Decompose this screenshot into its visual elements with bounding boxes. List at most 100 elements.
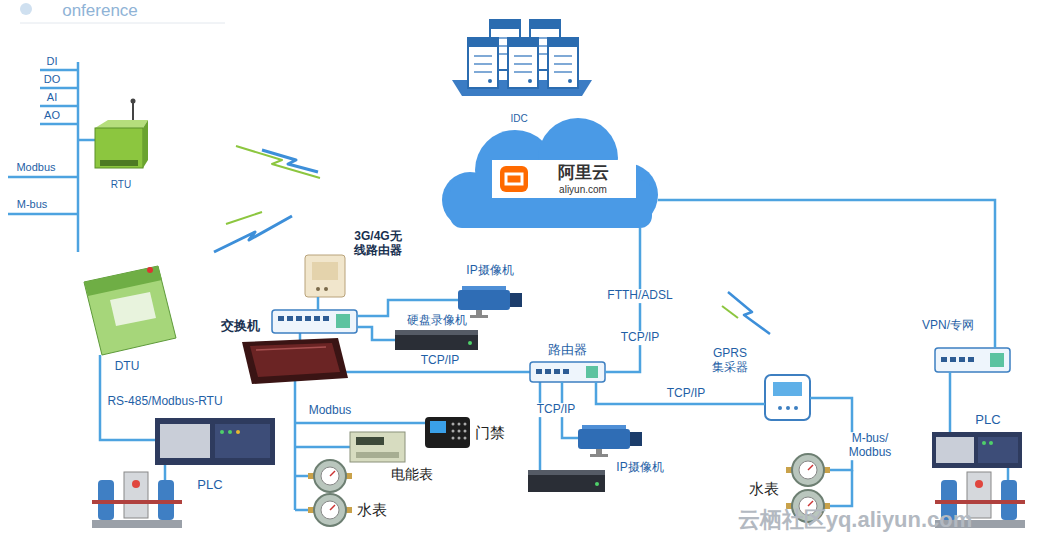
camera-bottom <box>578 425 642 457</box>
access-control <box>458 437 461 440</box>
router <box>530 362 605 382</box>
signal-wires <box>346 371 530 374</box>
signal-wires <box>1007 468 1010 480</box>
rtu-device: RTU <box>93 118 148 172</box>
dtu-device <box>84 266 176 355</box>
signal-wires <box>8 213 78 216</box>
energy-meter: 电能表 <box>350 432 405 462</box>
wireless-symbol <box>728 292 770 334</box>
signal-wires <box>8 176 78 179</box>
signal-wires <box>295 422 425 425</box>
device-label: 水表 <box>749 480 779 497</box>
vpn-gateway <box>959 357 965 362</box>
water-meter: 水表 <box>308 458 352 528</box>
vpn-gateway <box>950 357 956 362</box>
network-link <box>317 297 320 310</box>
logo-mark <box>506 174 522 184</box>
network-switch <box>272 310 357 333</box>
plc-left <box>155 418 275 465</box>
wireless-router-3g <box>305 255 345 297</box>
access-control <box>430 421 446 433</box>
idc-servers <box>548 38 578 88</box>
network-switch <box>305 316 311 321</box>
access-control <box>464 437 467 440</box>
device-label: 门禁 <box>475 424 505 441</box>
vpn-gateway <box>935 348 1010 372</box>
plc: PLC <box>932 432 1022 468</box>
router <box>536 369 542 374</box>
dtu-device <box>110 292 156 326</box>
network-link <box>658 200 995 348</box>
wireless-symbol <box>214 146 770 334</box>
wireless-router-3g <box>316 287 320 291</box>
wireless-router-3g <box>312 262 338 280</box>
signal-label: M-bus <box>15 198 50 211</box>
gateway-device <box>250 343 340 377</box>
access-control <box>464 430 467 433</box>
device-label: DTU <box>115 360 140 374</box>
idc-servers: IDC <box>455 18 590 96</box>
vpn-gateway <box>941 357 947 362</box>
energy-meter <box>350 432 405 462</box>
link-label: TCP/IP <box>535 403 578 417</box>
signal-wires <box>40 69 78 72</box>
gateway-device <box>256 347 326 350</box>
signal-label: TCP/IP <box>619 331 662 345</box>
camera-top <box>458 286 522 318</box>
dtu-device: DTU <box>80 265 178 355</box>
plc-right <box>936 437 974 463</box>
water-meters-left <box>308 460 352 492</box>
device-label: RTU <box>111 179 131 191</box>
energy-meter <box>356 437 384 445</box>
cloud-outline <box>440 118 658 228</box>
gprs-collector <box>765 375 810 420</box>
water-meters-right <box>786 454 830 486</box>
video-recorder <box>468 341 472 345</box>
gprs-collector: GPRS 集采器 <box>765 375 810 420</box>
wireless-router-3g <box>324 287 328 291</box>
access-control: 门禁 <box>425 417 470 448</box>
signal-wires <box>40 87 78 90</box>
logo-mark <box>500 166 528 192</box>
router <box>530 362 605 382</box>
cloud-outline <box>442 118 658 228</box>
plc-left <box>220 430 224 434</box>
plc-left <box>215 424 270 458</box>
plc-right <box>932 432 1022 468</box>
gprs-collector <box>765 375 810 420</box>
gprs-collector <box>794 406 798 410</box>
link-label: TCP/IP <box>665 387 708 401</box>
device-label: 3G/4G无 线路由器 <box>353 230 404 258</box>
plc-left <box>155 418 275 465</box>
plc: PLC <box>155 418 275 465</box>
network-switch <box>296 316 302 321</box>
access-control <box>452 423 455 426</box>
video-recorder <box>395 330 478 350</box>
device-label: IP摄像机 <box>466 264 513 278</box>
network-link <box>357 327 395 340</box>
water-meters-left <box>308 460 352 526</box>
energy-meter <box>350 432 405 462</box>
signal-wires <box>164 465 167 480</box>
ip-camera: IP摄像机 <box>578 424 642 457</box>
access-control <box>425 417 470 448</box>
network-switch <box>314 316 320 321</box>
device-label: 阿里云 <box>558 163 609 183</box>
network-switch <box>323 316 329 321</box>
gprs-collector <box>778 406 782 410</box>
vpn-gateway <box>990 353 1004 367</box>
idc-servers <box>508 38 538 88</box>
video-recorder <box>528 470 605 475</box>
signal-label: AI <box>45 91 59 104</box>
camera-bottom <box>578 425 642 457</box>
idc-servers <box>452 20 592 96</box>
video-recorder <box>395 330 478 350</box>
device-label: aliyun.com <box>559 184 607 196</box>
signal-label: Modbus <box>307 404 354 418</box>
idc-servers <box>468 38 498 88</box>
device-label: VPN/专网 <box>922 319 974 333</box>
rtu-device <box>95 99 148 169</box>
video-recorder: 硬盘录像机 <box>395 330 478 350</box>
